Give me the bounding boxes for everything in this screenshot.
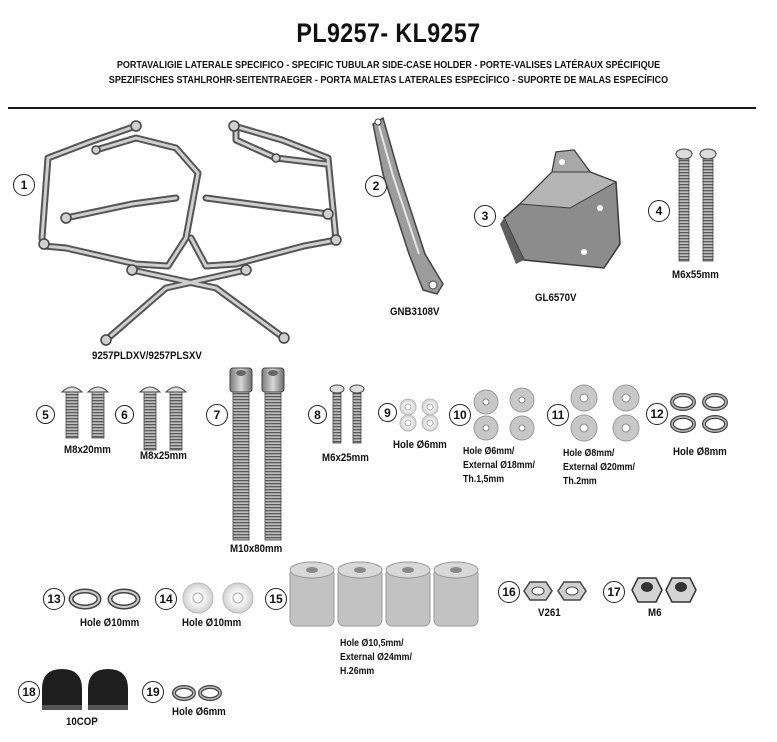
part-9-washers-image — [398, 398, 446, 434]
part-12-label: Hole Ø8mm — [673, 446, 727, 458]
part-11-label-line-1: Hole Ø8mm/ — [563, 448, 615, 459]
part-4-bolts-image — [672, 148, 722, 263]
page-title: PL9257- KL9257 — [296, 18, 481, 48]
part-15-label-line-3: H.26mm — [340, 666, 375, 677]
part-10-washers-image — [470, 387, 540, 442]
part-10-label-line-2: External Ø18mm/ — [463, 460, 535, 471]
part-5-label: M8x20mm — [64, 444, 111, 456]
part-number-7: 7 — [206, 404, 228, 426]
part-number-16: 16 — [498, 581, 520, 603]
part-number-6: 6 — [115, 405, 134, 424]
subtitle-line-2: SPEZIFISCHES STAHLROHR-SEITENTRAEGER - P… — [108, 74, 669, 86]
part-1-label: 9257PLDXV/9257PLSXV — [92, 350, 202, 362]
part-number-9: 9 — [378, 403, 397, 422]
part-11-label-line-3: Th.2mm — [563, 476, 597, 487]
part-number-1: 1 — [13, 174, 35, 196]
part-10-label: Hole Ø6mm/ External Ø18mm/ Th.1,5mm — [463, 445, 535, 487]
part-number-19: 19 — [142, 681, 164, 703]
part-number-18: 18 — [18, 681, 40, 703]
part-2-code: GNB3108V — [390, 306, 440, 318]
part-6-bolts-image — [138, 382, 193, 454]
part-number-10: 10 — [449, 404, 471, 426]
part-10-label-line-3: Th.1,5mm — [463, 474, 505, 485]
part-number-14: 14 — [155, 588, 177, 610]
part-number-15: 15 — [265, 588, 287, 610]
part-14-washers-image — [180, 582, 260, 616]
part-6-label: M8x25mm — [140, 450, 187, 462]
part-number-17: 17 — [603, 581, 625, 603]
part-16-nuts-image — [522, 578, 592, 604]
part-18-caps-image — [40, 667, 140, 713]
part-11-label-line-2: External Ø20mm/ — [563, 462, 635, 473]
part-13-lock-washers-image — [68, 586, 146, 614]
part-9-label: Hole Ø6mm — [393, 439, 447, 451]
part-14-label: Hole Ø10mm — [182, 617, 242, 629]
part-10-label-line-1: Hole Ø6mm/ — [463, 446, 515, 457]
part-1-side-frame-image — [36, 118, 356, 350]
part-4-label: M6x55mm — [672, 269, 719, 281]
part-2-bar-image — [365, 114, 455, 304]
part-3-plate-image — [500, 148, 630, 276]
header-divider — [8, 107, 756, 109]
part-7-bolts-image — [227, 366, 292, 544]
part-5-bolts-image — [60, 382, 115, 442]
part-16-label: V261 — [538, 607, 561, 619]
part-19-lock-washers-image — [170, 684, 230, 704]
part-8-bolts-image — [325, 384, 370, 446]
part-12-lock-washers-image — [668, 392, 734, 436]
part-number-12: 12 — [646, 403, 668, 425]
part-3-label: GL6570V — [535, 292, 577, 304]
part-17-label: M6 — [648, 607, 662, 619]
part-17-nuts-image — [630, 570, 698, 606]
part-number-8: 8 — [308, 405, 327, 424]
part-15-spacers-image — [289, 558, 486, 630]
part-15-label-line-1: Hole Ø10,5mm/ — [340, 638, 404, 649]
part-19-label: Hole Ø6mm — [172, 706, 226, 718]
part-number-11: 11 — [547, 404, 569, 426]
part-11-label: Hole Ø8mm/ External Ø20mm/ Th.2mm — [563, 447, 635, 489]
part-15-label-line-2: External Ø24mm/ — [340, 652, 412, 663]
part-number-5: 5 — [36, 405, 55, 424]
part-8-label: M6x25mm — [322, 452, 369, 464]
part-15-label: Hole Ø10,5mm/ External Ø24mm/ H.26mm — [340, 637, 412, 679]
part-18-label: 10COP — [66, 716, 98, 728]
part-7-label: M10x80mm — [230, 543, 283, 555]
subtitle-line-1: PORTAVALIGIE LATERALE SPECIFICO - SPECIF… — [116, 59, 661, 71]
part-13-label: Hole Ø10mm — [80, 617, 140, 629]
part-11-washers-image — [568, 384, 648, 444]
part-number-4: 4 — [648, 200, 670, 222]
part-number-3: 3 — [474, 205, 496, 227]
part-number-13: 13 — [43, 588, 65, 610]
